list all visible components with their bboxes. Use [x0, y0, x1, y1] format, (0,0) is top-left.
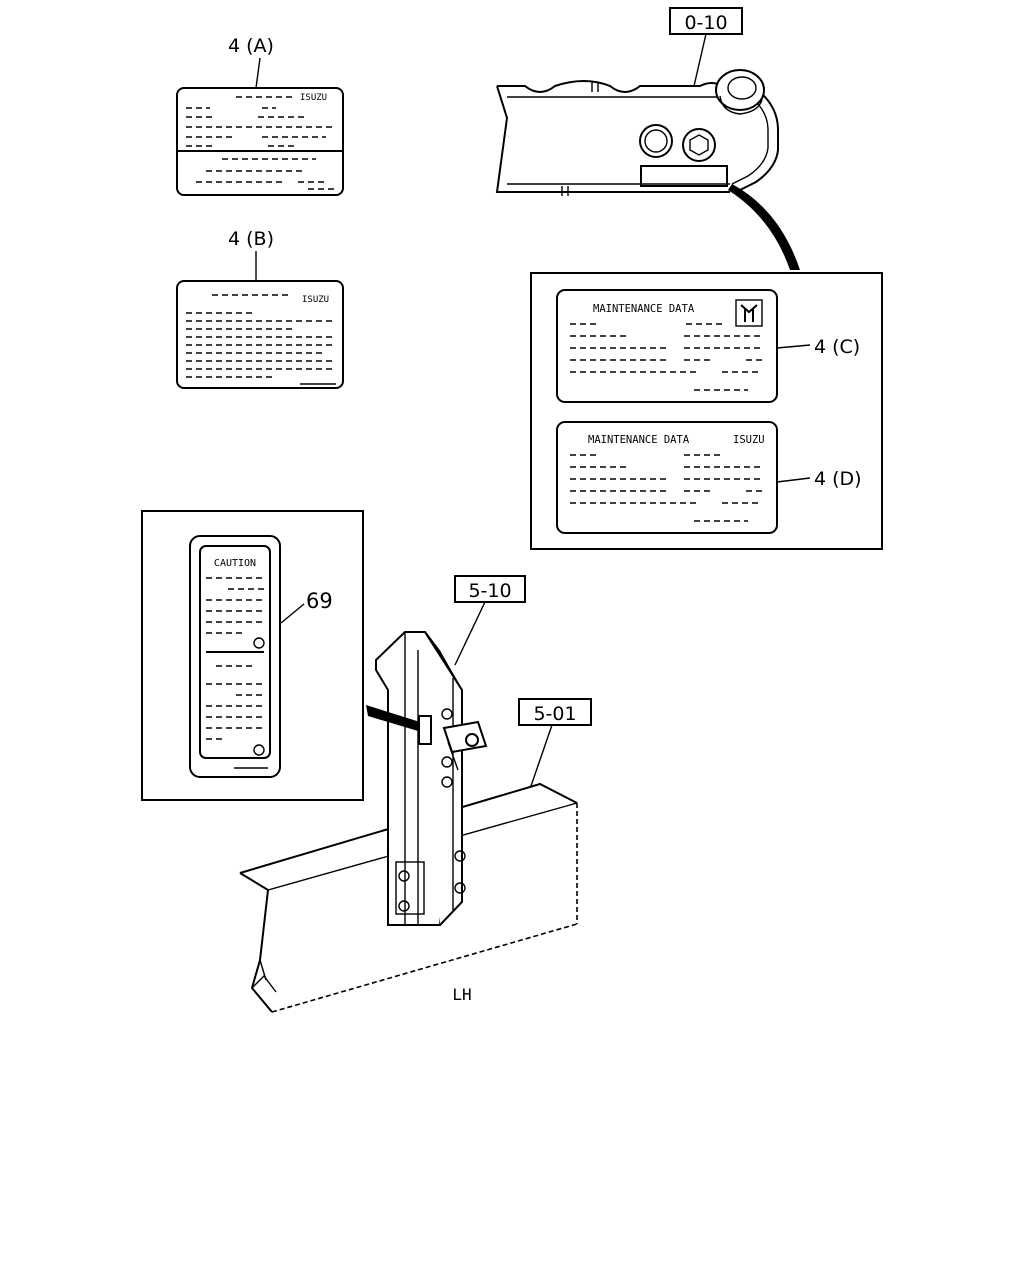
- label-4c-text-lines: [570, 323, 762, 391]
- caution-title: CAUTION: [214, 558, 256, 569]
- callout-69: 69: [306, 589, 333, 613]
- callout-4d: 4 (D): [814, 468, 862, 490]
- label-4d-plate: [556, 421, 778, 534]
- label-4b-text-lines: [186, 294, 336, 385]
- label-4d-brand: ISUZU: [733, 434, 765, 446]
- panel-hole: [639, 124, 673, 158]
- leader-arrow-bracket: [366, 705, 420, 731]
- leader-arrow-cab: [728, 184, 800, 270]
- caution-label-inner: [199, 545, 271, 759]
- detail-box-caution: CAUTION 69: [141, 510, 364, 801]
- ref-5-10: 5-10: [468, 580, 511, 602]
- caution-rivet-top: [253, 637, 265, 649]
- ref-0-10: 0-10: [684, 12, 727, 34]
- fuel-cap: [715, 69, 765, 115]
- callout-4b: 4 (B): [228, 228, 274, 250]
- label-4b-group: 4 (B) ISUZU: [176, 228, 344, 389]
- caution-text-lines: [206, 577, 268, 769]
- ref-box-5-01: [518, 698, 592, 726]
- detail-box-maintenance: MAINTENANCE DATA 4 (C) MAINTENANCE DATA …: [530, 272, 883, 550]
- label-4b-plate: [176, 280, 344, 389]
- label-4d-text-lines: [570, 454, 762, 522]
- side-label: LH: [452, 985, 471, 1004]
- panel-bolt: [682, 128, 716, 162]
- callout-4c: 4 (C): [814, 336, 860, 358]
- label-4a-brand: ISUZU: [300, 93, 327, 103]
- label-4d-title: MAINTENANCE DATA: [588, 434, 690, 446]
- cab-panel-group: 0-10: [495, 7, 800, 270]
- label-4a-text-lines: [186, 96, 336, 190]
- vertical-bracket: [375, 631, 466, 926]
- isuzu-logo-icon: [735, 299, 763, 327]
- ref-5-01: 5-01: [533, 703, 576, 725]
- clamp: [442, 720, 488, 771]
- bracket-label-slot: [418, 715, 432, 745]
- label-4c-title: MAINTENANCE DATA: [593, 303, 695, 315]
- frame-assembly: 5-10 5-01: [239, 575, 592, 1013]
- ref-box-5-10: [454, 575, 526, 603]
- label-4a-plate: [176, 87, 344, 196]
- callout-4a: 4 (A): [228, 35, 274, 57]
- label-location-marker: [640, 165, 728, 187]
- label-4a-group: 4 (A) ISUZU: [176, 35, 344, 196]
- label-4c-plate: [556, 289, 778, 403]
- cab-panel: [495, 80, 779, 196]
- caution-label-outer: [189, 535, 281, 778]
- label-4b-brand: ISUZU: [302, 295, 329, 305]
- caution-rivet-bottom: [253, 744, 265, 756]
